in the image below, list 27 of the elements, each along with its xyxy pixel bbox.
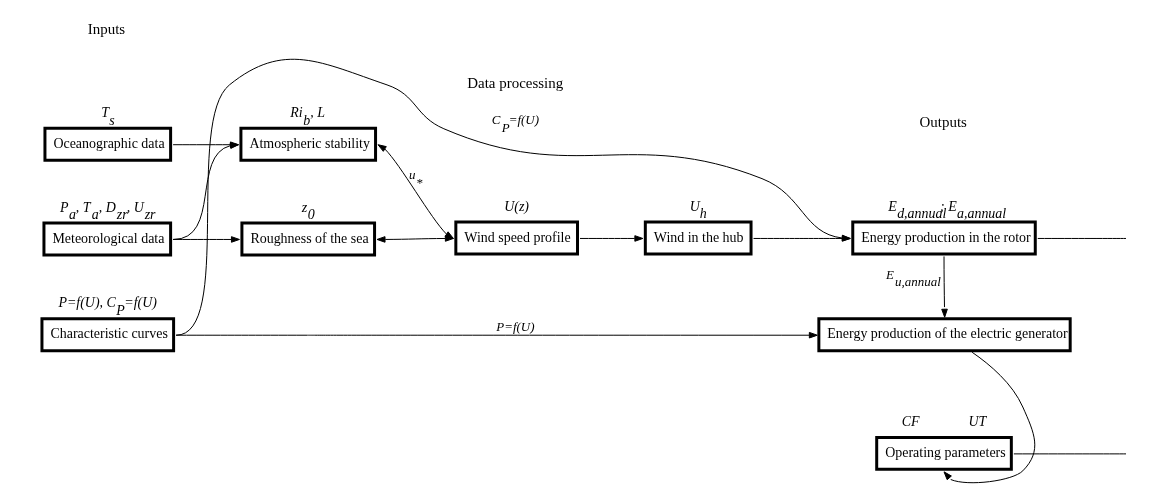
node-box: Wind speed profile bbox=[454, 220, 579, 256]
arrow bbox=[753, 235, 851, 242]
arrow bbox=[376, 235, 454, 243]
node-box: Characteristic curves bbox=[40, 317, 176, 353]
node-label: CF bbox=[901, 414, 920, 430]
label: Inputs bbox=[87, 20, 126, 37]
node-label: U(z) bbox=[504, 198, 530, 214]
node-label: UT bbox=[968, 414, 987, 430]
node-box: Roughness of the sea bbox=[240, 221, 377, 257]
node-box: Energy production of the electric generator bbox=[817, 317, 1072, 353]
node-box: Atmospheric stability bbox=[239, 126, 378, 162]
connector bbox=[1037, 237, 1127, 239]
label: Data processing bbox=[467, 75, 564, 92]
node-box: Energy production in the rotor bbox=[851, 220, 1037, 256]
arrow bbox=[943, 351, 1036, 484]
node-box: Operating parameters bbox=[875, 435, 1013, 471]
arrow bbox=[175, 331, 818, 339]
arrow bbox=[172, 236, 240, 243]
node-box: Meteorological data bbox=[42, 221, 173, 257]
connector bbox=[1013, 453, 1127, 455]
node-box: Wind in the hub bbox=[643, 220, 753, 256]
label: Outputs bbox=[919, 114, 967, 131]
edge-label: P=f(U) bbox=[496, 318, 535, 334]
arrow bbox=[941, 255, 948, 318]
arrow bbox=[579, 235, 644, 242]
arrow bbox=[175, 58, 851, 336]
node-box: Oceanographic data bbox=[43, 126, 173, 162]
